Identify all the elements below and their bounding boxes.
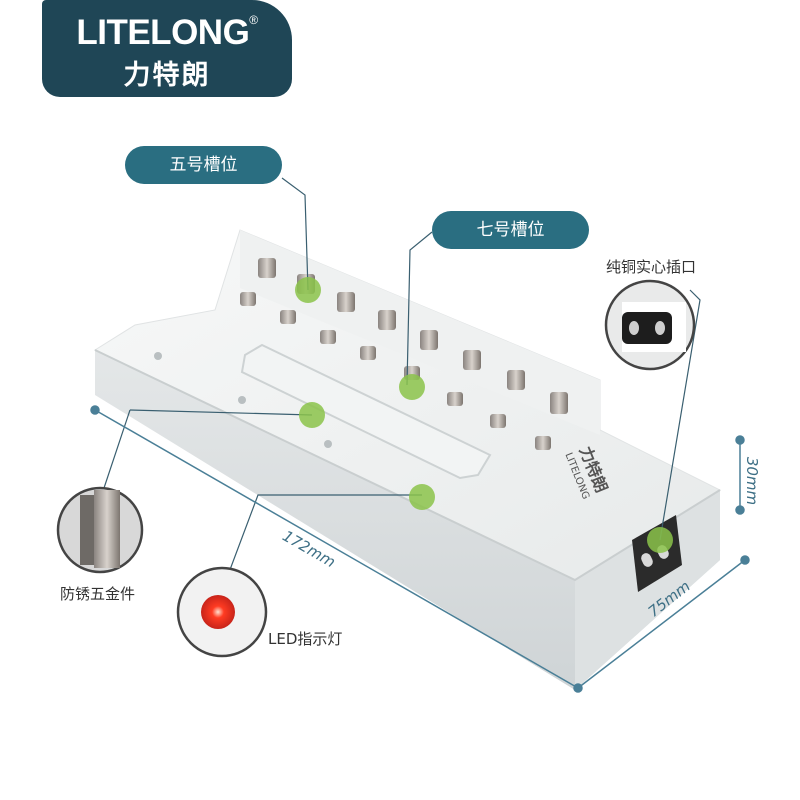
socket-inset — [604, 279, 696, 371]
aaa-slot-label: 七号槽位 — [432, 211, 589, 249]
contact — [447, 350, 481, 406]
led-inset — [176, 566, 268, 658]
led-dot — [324, 440, 332, 448]
marker-aaa — [399, 374, 425, 400]
brand-name-en: LITELONG® — [76, 13, 258, 52]
dimension-lines — [90, 405, 750, 693]
led-dot — [154, 352, 162, 360]
contact — [535, 392, 568, 450]
hardware-inset — [56, 486, 144, 574]
marker-aa — [295, 277, 321, 303]
brand-logo: LITELONG® 力特朗 — [42, 0, 292, 97]
contact — [320, 292, 355, 344]
contact — [490, 370, 525, 428]
contact — [360, 310, 396, 360]
marker-hardware — [299, 402, 325, 428]
marker-led — [409, 484, 435, 510]
led-label: LED指示灯 — [268, 630, 343, 648]
charger-right-face — [575, 490, 720, 690]
hardware-label: 防锈五金件 — [60, 585, 136, 603]
brand-name-zh: 力特朗 — [123, 60, 211, 91]
charger-front-face — [95, 350, 720, 690]
marker-socket — [647, 527, 673, 553]
led-dot — [238, 396, 246, 404]
charger-window — [240, 343, 492, 480]
callout-lines — [99, 177, 701, 576]
aa-slot-label: 五号槽位 — [125, 146, 282, 184]
contact — [240, 258, 276, 306]
highlight-markers — [295, 277, 673, 553]
charger-body — [93, 229, 722, 690]
copper-socket-label: 纯铜实心插口 — [606, 258, 697, 276]
height-dimension: 30mm — [743, 456, 762, 506]
